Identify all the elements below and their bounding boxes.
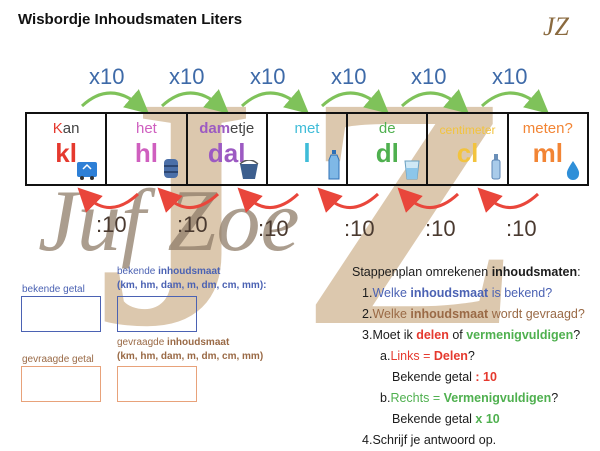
step-3b: b.Rechts = Vermenigvuldigen? <box>380 391 559 405</box>
step-3b-detail: Bekende getal x 10 <box>392 412 500 426</box>
known-unit-hint: (km, hm, dam, m, dm, cm, mm): <box>117 280 267 291</box>
arrow-dl-l <box>317 187 380 213</box>
mnemonic-word: de <box>378 120 396 137</box>
mnemonic-word: dametje <box>199 120 255 137</box>
bucket-icon <box>239 160 259 179</box>
spray-bottle-icon <box>491 154 501 180</box>
multiply-arrows <box>80 89 550 114</box>
arrow-dl-cl <box>400 89 470 114</box>
divide-label-5: :10 <box>425 216 456 241</box>
step-3a-detail: Bekende getal : 10 <box>392 370 497 384</box>
arrow-l-dl <box>320 89 390 114</box>
multiply-label-2: x10 <box>169 64 205 89</box>
arrow-hl-kl <box>77 187 140 213</box>
arrow-ml-cl <box>477 187 540 213</box>
logo: JZ <box>543 12 569 41</box>
unit-symbol: kl <box>55 138 77 168</box>
unit-symbol: hl <box>134 138 158 168</box>
mnemonic-word: Kan <box>52 120 80 137</box>
divide-label-2: :10 <box>177 212 208 237</box>
divide-label-6: :10 <box>506 216 537 241</box>
step-3a: a.Links = Delen? <box>380 349 475 363</box>
asked-number-label: gevraagde getal <box>22 354 94 365</box>
mnemonic-word: meten? <box>522 120 573 137</box>
step-plan-heading: Stappenplan omrekenen inhoudsmaten: <box>352 265 581 279</box>
known-unit-field[interactable] <box>117 296 197 332</box>
unit-symbol: dl <box>375 138 399 168</box>
asked-unit-label: gevraagde inhoudsmaat <box>117 337 230 348</box>
unit-symbol: l <box>303 138 311 168</box>
arrow-l-dal <box>237 187 300 213</box>
step-1: 1.Welke inhoudsmaat is bekend? <box>362 286 553 300</box>
drop-icon <box>566 161 580 180</box>
barrel-icon <box>163 159 178 178</box>
mnemonic-word: met <box>294 120 320 137</box>
glass-icon <box>404 160 420 180</box>
divide-label-1: :10 <box>96 212 127 237</box>
step-3: 3.Moet ik delen of vermenigvuldigen? <box>362 328 581 342</box>
asked-unit-hint: (km, hm, dam, m, dm, cm, mm) <box>117 351 264 362</box>
mnemonic-word: het <box>135 120 157 137</box>
multiply-label-4: x10 <box>331 64 367 89</box>
known-unit-label: bekende inhoudsmaat <box>117 266 221 277</box>
known-number-label: bekende getal <box>22 284 85 295</box>
arrow-dal-hl <box>157 187 220 213</box>
divide-label-4: :10 <box>344 216 375 241</box>
unit-cell-cl: centimeter cl <box>428 114 509 184</box>
multiply-label-6: x10 <box>492 64 528 89</box>
multiply-label-1: x10 <box>89 64 125 89</box>
unit-symbol: dal <box>207 138 246 168</box>
unit-cell-dl: de dl <box>348 114 429 184</box>
unit-cell-ml: meten? ml <box>509 114 587 184</box>
divide-arrows <box>77 187 540 213</box>
asked-unit-field[interactable] <box>117 366 197 402</box>
unit-row: Kan kl het hl dametje dal met l de dl ce… <box>25 112 589 186</box>
asked-number-field[interactable] <box>21 366 101 402</box>
known-number-field[interactable] <box>21 296 101 332</box>
arrow-dal-l <box>240 89 310 114</box>
mnemonic-word: centimeter <box>439 123 496 137</box>
unit-symbol: ml <box>532 138 563 168</box>
unit-cell-dal: dametje dal <box>188 114 268 184</box>
page-title: Wisbordje Inhoudsmaten Liters <box>18 11 243 28</box>
arrow-cl-dl <box>397 187 460 213</box>
arrow-hl-dal <box>160 89 230 114</box>
recycle-bin-icon <box>77 162 98 180</box>
unit-cell-l: met l <box>268 114 349 184</box>
multiply-label-3: x10 <box>250 64 286 89</box>
step-plan: Stappenplan omrekenen inhoudsmaten: 1.We… <box>352 262 592 451</box>
bottle-icon <box>328 150 340 180</box>
step-2: 2.Welke inhoudsmaat wordt gevraagd? <box>362 307 585 321</box>
multiply-label-5: x10 <box>411 64 447 89</box>
unit-symbol: cl <box>456 138 479 168</box>
unit-cell-hl: het hl <box>107 114 188 184</box>
arrow-cl-ml <box>480 89 550 114</box>
step-4: 4.Schrijf je antwoord op. <box>362 433 497 447</box>
arrow-kl-hl <box>80 89 150 114</box>
unit-cell-kl: Kan kl <box>27 114 108 184</box>
divide-label-3: :10 <box>258 216 289 241</box>
